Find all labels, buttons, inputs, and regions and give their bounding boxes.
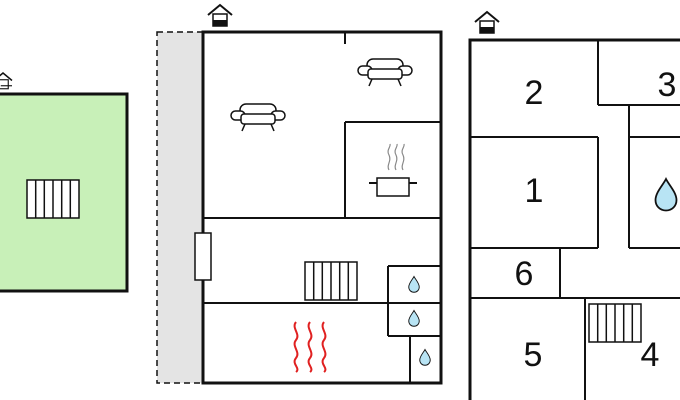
sauna-heat-icon: [293, 321, 327, 373]
radiator-icon: [26, 179, 80, 219]
terrace-area: [156, 31, 204, 384]
radiator-icon: [588, 303, 642, 343]
plan-left: [0, 72, 129, 293]
room-number-4: 4: [641, 336, 660, 374]
room-number-1: 1: [525, 172, 544, 210]
radiator-icon: [304, 261, 358, 301]
plan-middle: [156, 4, 443, 385]
house-icon: [207, 4, 233, 27]
building-outline: [201, 30, 443, 385]
building-outline: [468, 38, 680, 400]
house-icon: [474, 11, 500, 34]
house-icon: [0, 72, 13, 90]
cooking-pot-icon: [369, 143, 417, 197]
room-number-3: 3: [658, 66, 677, 104]
plan-right: 2 3 1 6 5 4: [468, 11, 680, 400]
room-number-5: 5: [524, 336, 543, 374]
room-number-6: 6: [515, 255, 534, 293]
door-icon: [194, 232, 212, 281]
room-number-2: 2: [525, 74, 544, 112]
